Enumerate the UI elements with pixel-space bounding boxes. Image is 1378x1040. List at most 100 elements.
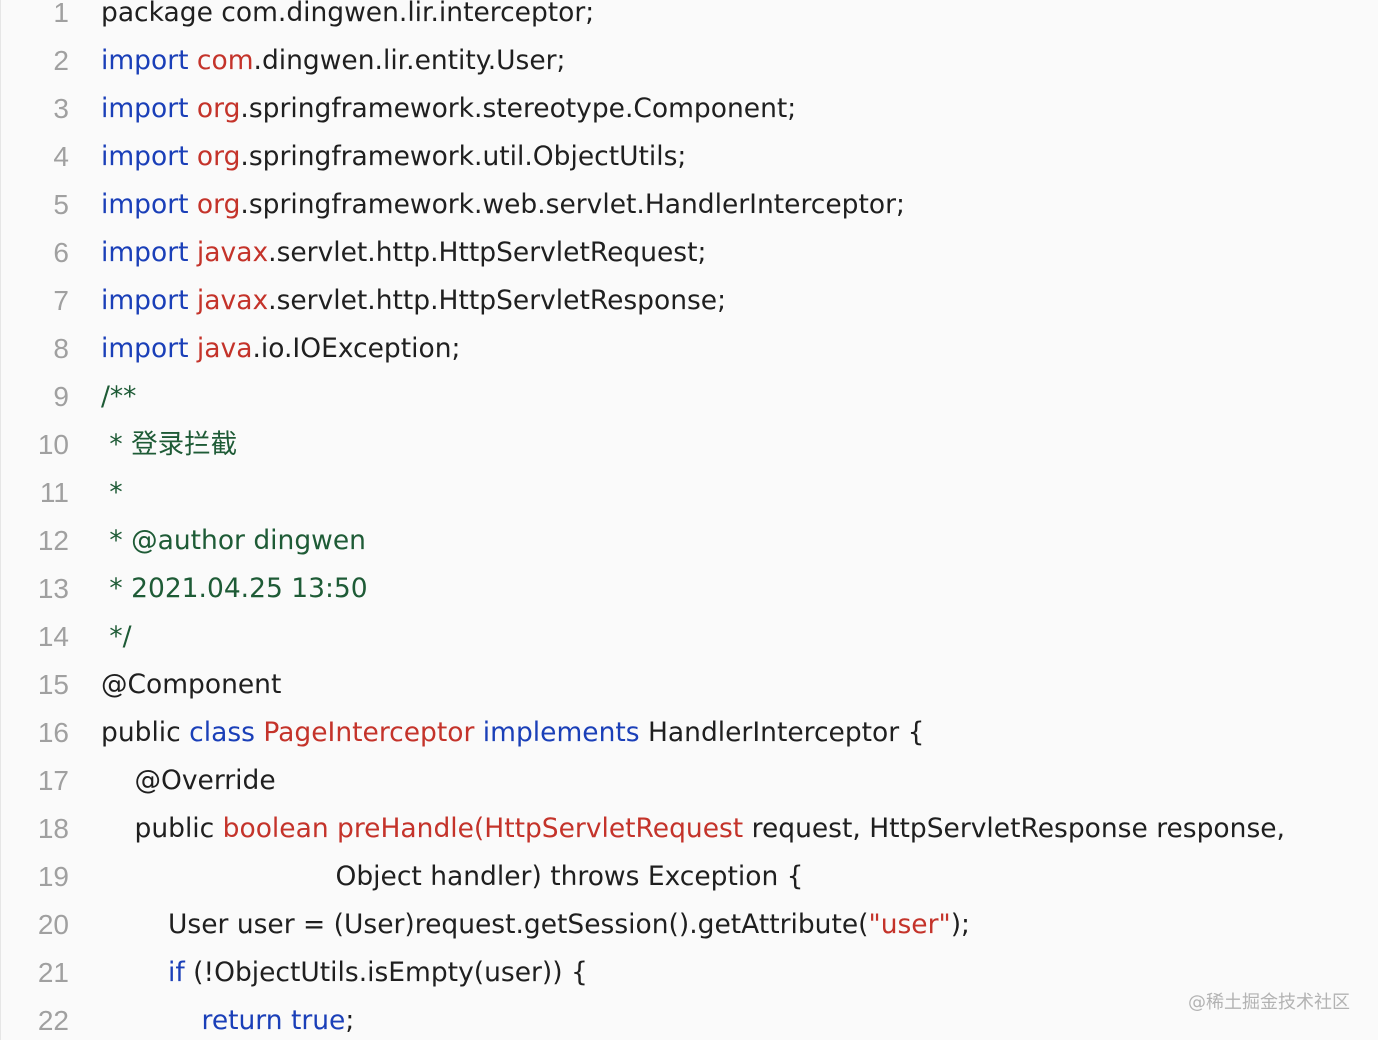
line-code: import javax.servlet.http.HttpServletRes… (101, 277, 726, 325)
line-number: 19 (37, 861, 69, 892)
watermark: @稀土掘金技术社区 (1188, 992, 1350, 1013)
line-number: 20 (37, 909, 69, 940)
code-token: * 登录拦截 (101, 429, 238, 460)
code-token: .io.IOException; (252, 333, 461, 364)
code-token: java (196, 333, 253, 364)
line-number: 4 (53, 141, 69, 172)
code-token: org (196, 93, 241, 124)
code-token: import (101, 141, 197, 172)
code-line: 21 if (!ObjectUtils.isEmpty(user)) { (1, 949, 1378, 997)
code-token: .springframework.web.servlet.HandlerInte… (240, 189, 905, 220)
code-token: public (134, 813, 223, 844)
code-token: request, HttpServletResponse response, (751, 813, 1285, 844)
code-token: * 2021.04.25 13:50 (101, 573, 368, 604)
code-token: import (101, 285, 197, 316)
line-code: @Override (135, 757, 276, 805)
code-token: HandlerInterceptor { (647, 717, 925, 748)
code-token: User user = (User)request.getSession().g… (168, 909, 869, 940)
code-token: boolean preHandle(HttpServletRequest (222, 813, 752, 844)
line-number: 2 (53, 45, 69, 76)
code-token: if (168, 957, 194, 988)
code-line: 11 * (1, 469, 1378, 517)
code-line: 12 * @author dingwen (1, 517, 1378, 565)
code-token: * @author dingwen (101, 525, 366, 556)
code-line: 7 import javax.servlet.http.HttpServletRe… (1, 277, 1378, 325)
code-token: import (101, 237, 197, 268)
code-token: javax (196, 237, 269, 268)
code-line: 10 * 登录拦截 (1, 421, 1378, 469)
code-token: (!ObjectUtils.isEmpty(user)) { (193, 957, 588, 988)
line-code: User user = (User)request.getSession().g… (168, 901, 970, 949)
line-code: import java.io.IOException; (101, 325, 460, 373)
code-token: com (196, 45, 254, 76)
line-code: * 2021.04.25 13:50 (101, 565, 368, 613)
code-token: */ (101, 621, 132, 652)
line-code: Object handler) throws Exception { (336, 853, 804, 901)
line-number: 18 (37, 813, 69, 844)
code-token: .springframework.util.ObjectUtils; (240, 141, 687, 172)
code-token: package com.dingwen.lir.interceptor; (101, 0, 595, 28)
line-code: @Component (101, 661, 281, 709)
line-code: package com.dingwen.lir.interceptor; (101, 0, 594, 37)
code-token: javax (196, 285, 269, 316)
line-number: 21 (37, 957, 69, 988)
line-code: import org.springframework.stereotype.Co… (101, 85, 796, 133)
line-number: 11 (39, 477, 69, 508)
line-code: * (101, 469, 123, 517)
code-token: .servlet.http.HttpServletRequest; (268, 237, 707, 268)
line-number: 22 (37, 1005, 69, 1036)
code-line: 15@Component (1, 661, 1378, 709)
code-token: /** (101, 381, 137, 412)
code-token: @Component (101, 669, 282, 700)
line-number: 9 (53, 381, 69, 412)
line-number: 13 (37, 573, 69, 604)
line-code: if (!ObjectUtils.isEmpty(user)) { (168, 949, 588, 997)
code-token: import (101, 93, 197, 124)
code-line: 16 public class PageInterceptor implement… (1, 709, 1378, 757)
code-line: 3 import org.springframework.stereotype.C… (1, 85, 1378, 133)
code-token: "user" (868, 909, 951, 940)
line-number: 3 (53, 93, 69, 124)
code-line: 19 Object handler) throws Exception { (1, 853, 1378, 901)
code-line: 4 import org.springframework.util.ObjectU… (1, 133, 1378, 181)
line-code: import org.springframework.web.servlet.H… (101, 181, 905, 229)
line-code: * @author dingwen (101, 517, 366, 565)
line-code: return true; (202, 997, 355, 1040)
line-code: /** (101, 373, 136, 421)
line-number: 6 (53, 237, 69, 268)
code-token: return true (201, 1005, 346, 1036)
code-line: 13 * 2021.04.25 13:50 (1, 565, 1378, 613)
code-token: ); (950, 909, 970, 940)
line-number: 17 (37, 765, 69, 796)
line-number: 8 (53, 333, 69, 364)
code-token: import (101, 45, 197, 76)
line-code: import com.dingwen.lir.entity.User; (101, 37, 565, 85)
line-number: 5 (53, 189, 69, 220)
code-token: import (101, 333, 197, 364)
code-line: 20 User user = (User)request.getSession()… (1, 901, 1378, 949)
code-line: 2 import com.dingwen.lir.entity.User; (1, 37, 1378, 85)
line-code: public class PageInterceptor implements … (101, 709, 924, 757)
code-token: @Override (134, 765, 276, 796)
code-token: public (101, 717, 190, 748)
code-token: implements (482, 717, 648, 748)
line-code: * 登录拦截 (101, 421, 237, 469)
code-token: PageInterceptor (263, 717, 483, 748)
line-code: */ (101, 613, 132, 661)
line-number: 12 (37, 525, 69, 556)
line-number: 1 (53, 0, 69, 28)
code-token: .servlet.http.HttpServletResponse; (268, 285, 727, 316)
code-token: org (196, 189, 241, 220)
code-line: 14 */ (1, 613, 1378, 661)
line-number: 16 (37, 717, 69, 748)
line-number: 7 (53, 285, 69, 316)
code-token: .dingwen.lir.entity.User; (253, 45, 566, 76)
code-token: org (196, 141, 241, 172)
code-token: * (101, 477, 123, 508)
line-number: 10 (37, 429, 69, 460)
code-line: 9 /** (1, 373, 1378, 421)
code-line: 17 @Override (1, 757, 1378, 805)
code-line: 22 return true; (1, 997, 1378, 1040)
code-token: ; (345, 1005, 355, 1036)
